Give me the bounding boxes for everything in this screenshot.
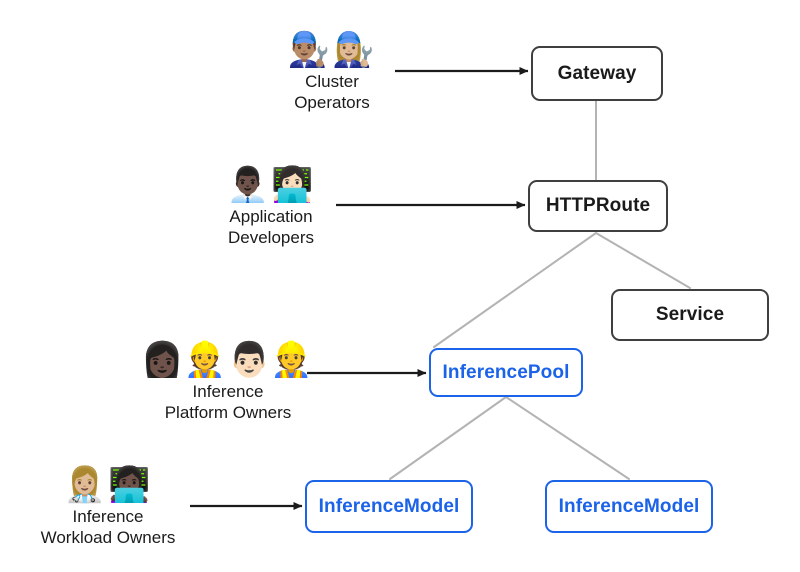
persona-label-line: Workload Owners <box>40 528 176 547</box>
persona-label-line: Application <box>229 207 313 226</box>
persona-emojis-inference-workload-owners: 👩🏼‍⚕️👩🏿‍💻 <box>8 465 208 505</box>
man-construction-worker-emoji: 👨🏻‍👷 <box>228 340 315 380</box>
node-inferencepool[interactable]: InferencePool <box>429 348 583 397</box>
node-inferencemodel2[interactable]: InferenceModel <box>545 480 713 533</box>
connector-httproute-to-service <box>595 232 691 289</box>
node-label-httproute: HTTPRoute <box>545 195 651 216</box>
node-service[interactable]: Service <box>611 289 769 341</box>
persona-emojis-application-developers: 👨🏿‍💼👩🏻‍💻 <box>171 165 371 205</box>
woman-technologist-emoji: 👩🏻‍💻 <box>271 165 316 205</box>
man-mechanic-emoji: 👨🏽‍🔧 <box>287 30 332 70</box>
persona-label-line: Platform Owners <box>164 403 292 422</box>
node-label-inferencemodel1: InferenceModel <box>318 495 460 517</box>
node-label-inferencepool: InferencePool <box>442 361 570 383</box>
persona-label-line: Operators <box>294 93 370 112</box>
node-gateway[interactable]: Gateway <box>531 46 663 101</box>
persona-label-line: Inference <box>72 507 144 526</box>
node-inferencemodel1[interactable]: InferenceModel <box>305 480 473 533</box>
persona-arrows <box>190 67 529 510</box>
persona-label-line: Developers <box>228 228 314 247</box>
man-office-worker-emoji: 👨🏿‍💼 <box>226 165 271 205</box>
woman-technologist-dark-emoji: 👩🏿‍💻 <box>108 465 153 505</box>
persona-emojis-inference-platform-owners: 👩🏿‍👷👨🏻‍👷 <box>128 340 328 380</box>
woman-mechanic-emoji: 👩🏼‍🔧 <box>332 30 377 70</box>
connector-inferencepool-to-inferencemodel1 <box>389 396 507 480</box>
persona-label-line: Inference <box>192 382 264 401</box>
node-label-service: Service <box>655 304 725 325</box>
node-label-inferencemodel2: InferenceModel <box>558 495 700 517</box>
connector-inferencepool-to-inferencemodel2 <box>505 396 630 480</box>
connector-httproute-to-inferencepool <box>433 232 597 348</box>
persona-emojis-cluster-operators: 👨🏽‍🔧👩🏼‍🔧 <box>232 30 432 70</box>
node-label-gateway: Gateway <box>557 62 637 84</box>
woman-construction-worker-emoji: 👩🏿‍👷 <box>141 340 228 380</box>
persona-label-line: Cluster <box>305 72 359 91</box>
node-httproute[interactable]: HTTPRoute <box>528 180 668 232</box>
woman-health-worker-emoji: 👩🏼‍⚕️ <box>63 465 108 505</box>
